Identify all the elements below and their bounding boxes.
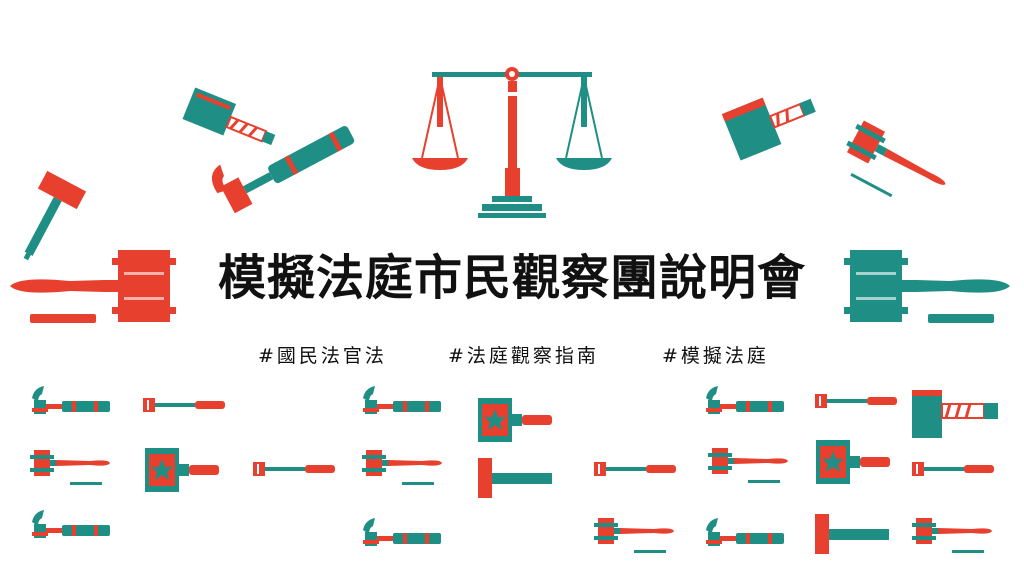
teal-sound-block — [928, 314, 994, 323]
hashtag-mock-trial: #模擬法庭 — [662, 345, 769, 367]
hashtag-court-observation-guide: #法庭觀察指南 — [448, 345, 599, 367]
red-sound-block — [30, 314, 96, 323]
t-hammer-icon — [23, 170, 87, 261]
tilted-mallet-icon — [182, 87, 276, 146]
page-title: 模擬法庭市民觀察團說明會 — [217, 250, 806, 306]
sledge-hammer-icon — [721, 97, 816, 161]
claw-hammer-large-icon — [211, 126, 355, 214]
tool-pattern — [30, 386, 998, 554]
hashtag-citizen-judges-act: #國民法官法 — [258, 345, 387, 367]
justice-scale-icon — [412, 67, 612, 218]
tilted-gavel-icon — [846, 120, 946, 198]
